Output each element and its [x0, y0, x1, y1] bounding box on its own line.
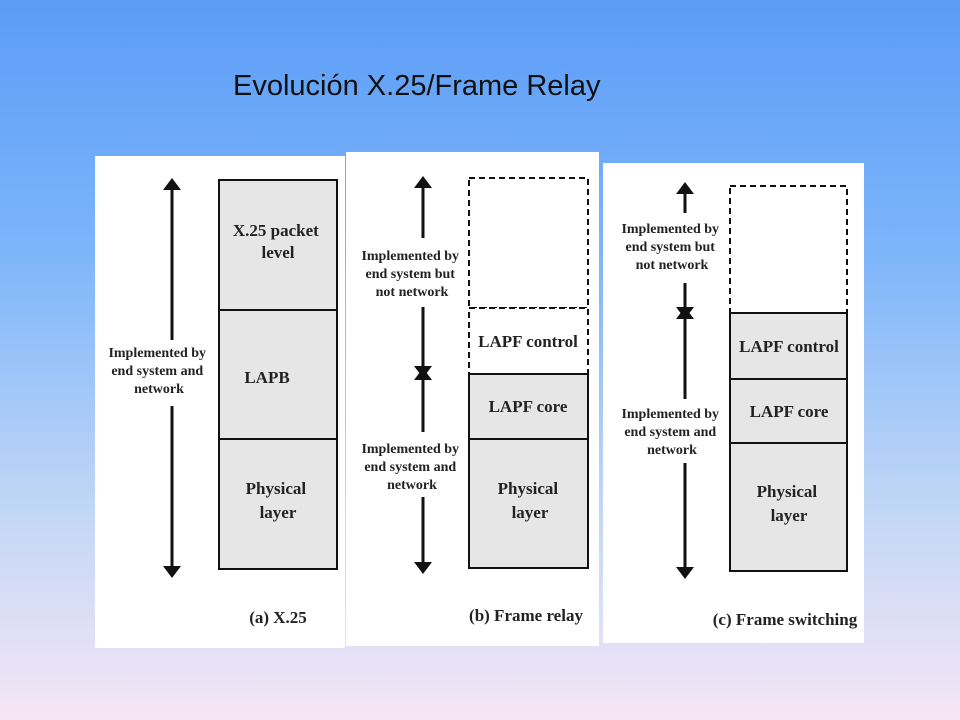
- panel-caption: (b) Frame relay: [469, 606, 583, 625]
- lower-label-line: network: [387, 478, 437, 493]
- lower-label-line: end system and: [624, 425, 716, 440]
- box-line: LAPF control: [478, 332, 578, 351]
- box-line: X.25 packet: [233, 221, 319, 240]
- lapf-core-box: [729, 378, 848, 444]
- box-line: Physical: [246, 479, 307, 498]
- box-line: layer: [512, 503, 549, 522]
- box-line: LAPB: [244, 368, 289, 387]
- physical-layer-box: [218, 438, 338, 570]
- box-line: LAPF core: [750, 402, 829, 421]
- box-line: LAPF control: [739, 337, 839, 356]
- x25-diagram: X.25 packet level LAPB Physical layer Im…: [108, 178, 338, 627]
- side-label-line: end system and: [111, 364, 203, 379]
- upper-label-line: Implemented by: [361, 249, 459, 264]
- empty-dashed-box: [729, 185, 848, 314]
- box-line: layer: [771, 506, 808, 525]
- physical-layer-box: [468, 438, 589, 569]
- panel-caption: (c) Frame switching: [713, 610, 858, 629]
- lapb-box: [218, 309, 338, 440]
- frame-relay-diagram: LAPF control LAPF core Physical layer Im…: [361, 176, 589, 625]
- physical-layer-box: [729, 442, 848, 572]
- lower-label-line: Implemented by: [621, 407, 719, 422]
- upper-label-line: Implemented by: [621, 222, 719, 237]
- lower-label-line: network: [647, 443, 697, 458]
- lower-label-line: Implemented by: [361, 442, 459, 457]
- side-label-line: network: [134, 382, 184, 397]
- svg-text:Implemented by end syste: Implemented by end system and network: [361, 442, 462, 493]
- svg-text:Implemented by end syste: Implemented by end system and network: [108, 346, 209, 397]
- svg-text:LAPF control: LAPF control: [739, 337, 839, 356]
- svg-text:X.25 packet level: X.25 packet level: [233, 221, 323, 262]
- x25-packet-level-box: [218, 179, 338, 311]
- svg-text:Physical layer: Physical layer: [498, 479, 563, 522]
- svg-text:Physical layer: Physical layer: [246, 479, 311, 522]
- svg-text:Implemented by end syste: Implemented by end system but not networ…: [621, 222, 722, 273]
- svg-text:LAPB: LAPB: [244, 368, 289, 387]
- panel-frame-switching: LAPF control LAPF core Physical layer Im…: [603, 163, 864, 643]
- upper-label-line: not network: [376, 285, 449, 300]
- box-line: Physical: [757, 482, 818, 501]
- box-line: Physical: [498, 479, 559, 498]
- svg-text:Implemented by end syste: Implemented by end system but not networ…: [361, 249, 462, 300]
- box-line: level: [261, 243, 294, 262]
- box-line: layer: [260, 503, 297, 522]
- svg-text:Implemented by end syste: Implemented by end system and network: [621, 407, 722, 458]
- box-line: LAPF core: [489, 397, 568, 416]
- lapf-control-box: [729, 312, 848, 380]
- upper-label-line: end system but: [626, 240, 716, 255]
- lower-label-line: end system and: [364, 460, 456, 475]
- panel-frame-relay: LAPF control LAPF core Physical layer Im…: [346, 152, 599, 646]
- panel-x25: X.25 packet level LAPB Physical layer Im…: [95, 156, 345, 648]
- side-label-line: Implemented by: [108, 346, 206, 361]
- svg-text:Physical layer: Physical layer: [757, 482, 822, 525]
- lapf-core-box: [468, 373, 589, 440]
- slide-title: Evolución X.25/Frame Relay: [233, 70, 601, 102]
- empty-dashed-box: [468, 177, 589, 309]
- svg-text:LAPF control: LAPF control: [478, 332, 578, 351]
- svg-text:LAPF core: LAPF core: [750, 402, 829, 421]
- panel-caption: (a) X.25: [249, 608, 307, 627]
- frame-switching-diagram: LAPF control LAPF core Physical layer Im…: [621, 182, 858, 629]
- svg-text:LAPF core: LAPF core: [489, 397, 568, 416]
- upper-label-line: not network: [636, 258, 709, 273]
- upper-label-line: end system but: [366, 267, 456, 282]
